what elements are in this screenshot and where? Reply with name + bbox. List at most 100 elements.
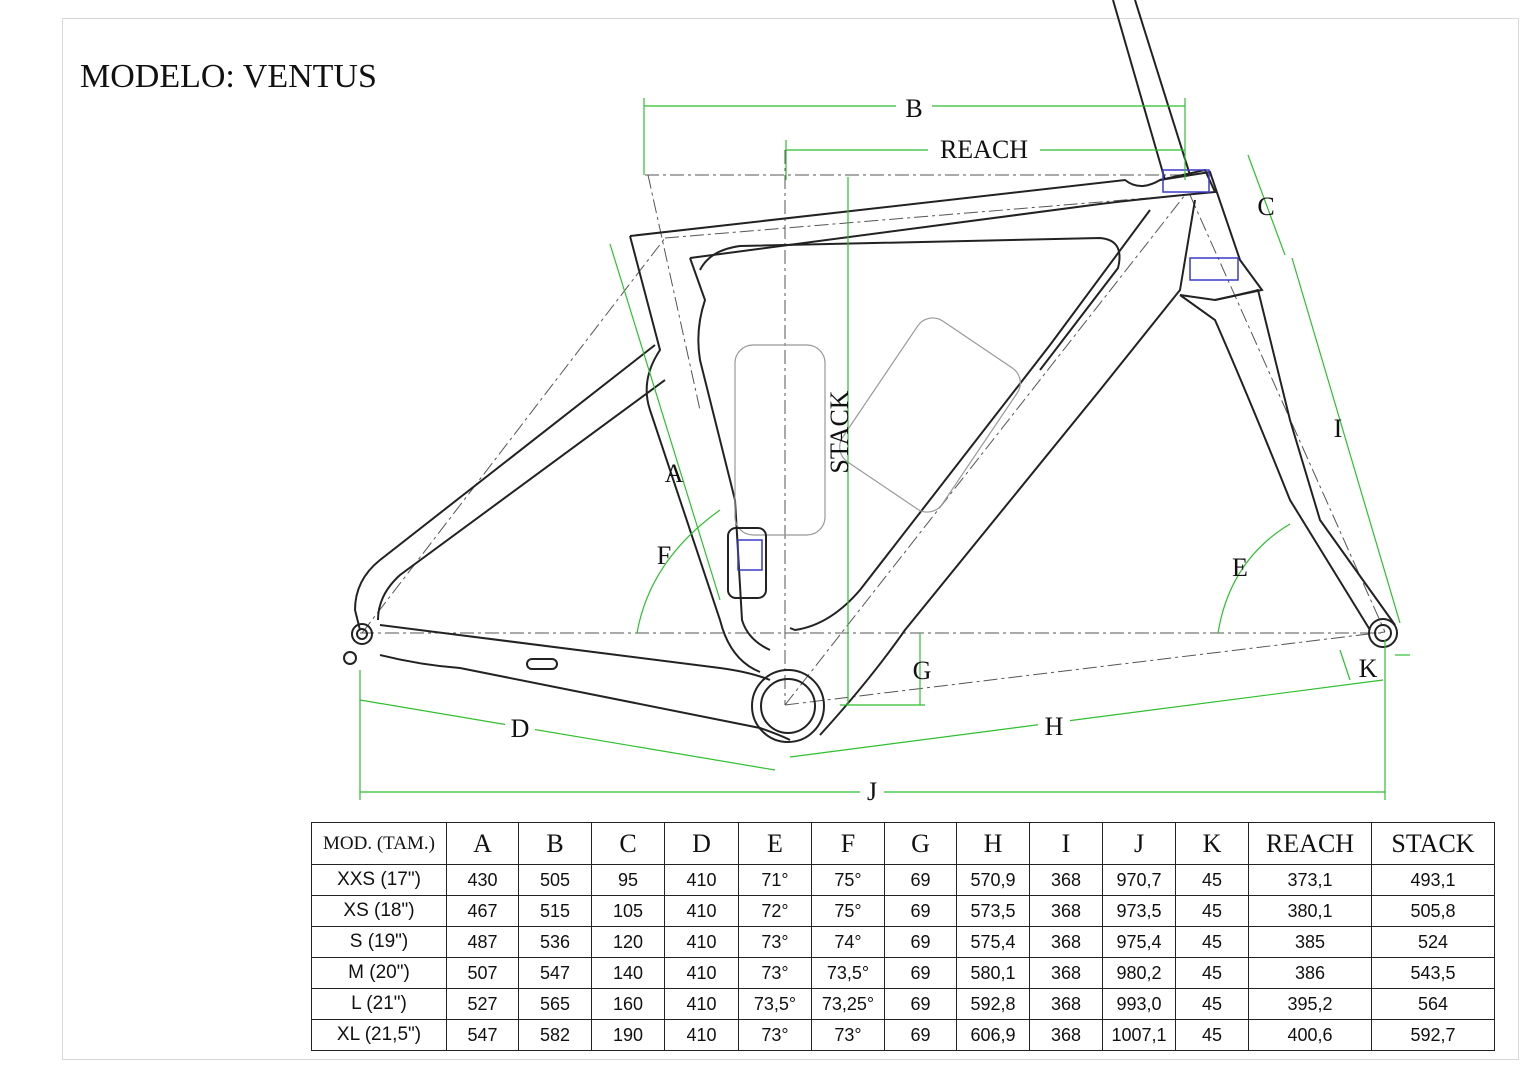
value-cell: 45 xyxy=(1175,988,1249,1020)
value-cell: 970,7 xyxy=(1102,864,1176,896)
value-cell: 410 xyxy=(664,1019,739,1051)
value-cell: 524 xyxy=(1371,926,1495,958)
header-cell: J xyxy=(1102,822,1176,865)
value-cell: 380,1 xyxy=(1248,895,1372,927)
value-cell: 410 xyxy=(664,926,739,958)
value-cell: 73,5° xyxy=(811,957,885,989)
header-cell: H xyxy=(956,822,1030,865)
value-cell: 410 xyxy=(664,864,739,896)
fork xyxy=(1179,294,1371,631)
value-cell: 73° xyxy=(738,926,812,958)
value-cell: 980,2 xyxy=(1102,957,1176,989)
value-cell: 140 xyxy=(591,957,665,989)
value-cell: 74° xyxy=(811,926,885,958)
seat-stay xyxy=(353,344,656,631)
size-cell: S (19") xyxy=(311,926,447,958)
value-cell: 410 xyxy=(664,895,739,927)
value-cell: 1007,1 xyxy=(1102,1019,1176,1051)
value-cell: 592,8 xyxy=(956,988,1030,1020)
value-cell: 570,9 xyxy=(956,864,1030,896)
geometry-table: MOD. (TAM.) A B C D E F G H I J K REACH … xyxy=(311,822,1495,1051)
value-cell: 368 xyxy=(1029,926,1103,958)
value-cell: 190 xyxy=(591,1019,665,1051)
value-cell: 430 xyxy=(446,864,519,896)
value-cell: 45 xyxy=(1175,926,1249,958)
value-cell: 69 xyxy=(884,957,957,989)
down-tube xyxy=(819,199,1196,736)
header-cell: E xyxy=(738,822,812,865)
value-cell: 69 xyxy=(884,895,957,927)
front-axle xyxy=(1368,618,1398,648)
value-cell: 410 xyxy=(664,988,739,1020)
header-cell: I xyxy=(1029,822,1103,865)
header-cell: C xyxy=(591,822,665,865)
dimension-lines xyxy=(359,98,1410,800)
value-cell: 69 xyxy=(884,1019,957,1051)
value-cell: 45 xyxy=(1175,864,1249,896)
value-cell: 73,5° xyxy=(738,988,812,1020)
value-cell: 69 xyxy=(884,864,957,896)
label-reach: REACH xyxy=(940,135,1028,164)
value-cell: 973,5 xyxy=(1102,895,1176,927)
size-cell: L (21") xyxy=(311,988,447,1020)
label-e: E xyxy=(1232,553,1248,582)
head-tube xyxy=(1159,170,1264,302)
seat-tube xyxy=(629,235,761,673)
label-b: B xyxy=(905,94,922,123)
value-cell: 105 xyxy=(591,895,665,927)
value-cell: 395,2 xyxy=(1248,988,1372,1020)
value-cell: 45 xyxy=(1175,1019,1249,1051)
value-cell: 73,25° xyxy=(811,988,885,1020)
value-cell: 547 xyxy=(518,957,592,989)
header-cell: B xyxy=(518,822,592,865)
value-cell: 72° xyxy=(738,895,812,927)
value-cell: 120 xyxy=(591,926,665,958)
header-cell: D xyxy=(664,822,739,865)
value-cell: 400,6 xyxy=(1248,1019,1372,1051)
value-cell: 95 xyxy=(591,864,665,896)
value-cell: 69 xyxy=(884,988,957,1020)
top-tube xyxy=(629,168,1217,259)
header-cell: MOD. (TAM.) xyxy=(311,822,447,865)
value-cell: 75° xyxy=(811,895,885,927)
label-j: J xyxy=(867,777,877,806)
label-i: I xyxy=(1334,414,1343,443)
label-d: D xyxy=(511,714,530,743)
label-k: K xyxy=(1359,654,1378,683)
label-g: G xyxy=(913,656,932,685)
value-cell: 73° xyxy=(738,957,812,989)
headset xyxy=(737,169,1239,571)
bottom-bracket xyxy=(751,669,825,743)
rear-axle xyxy=(351,623,373,645)
size-cell: XL (21,5") xyxy=(311,1019,447,1051)
value-cell: 386 xyxy=(1248,957,1372,989)
value-cell: 565 xyxy=(518,988,592,1020)
value-cell: 580,1 xyxy=(956,957,1030,989)
value-cell: 505 xyxy=(518,864,592,896)
value-cell: 385 xyxy=(1248,926,1372,958)
value-cell: 410 xyxy=(664,957,739,989)
value-cell: 575,4 xyxy=(956,926,1030,958)
size-cell: M (20") xyxy=(311,957,447,989)
value-cell: 75° xyxy=(811,864,885,896)
value-cell: 73° xyxy=(738,1019,812,1051)
value-cell: 606,9 xyxy=(956,1019,1030,1051)
value-cell: 564 xyxy=(1371,988,1495,1020)
value-cell: 368 xyxy=(1029,864,1103,896)
value-cell: 368 xyxy=(1029,988,1103,1020)
value-cell: 527 xyxy=(446,988,519,1020)
label-h: H xyxy=(1045,712,1064,741)
value-cell: 368 xyxy=(1029,1019,1103,1051)
value-cell: 368 xyxy=(1029,895,1103,927)
label-stack: STACK xyxy=(825,390,854,473)
value-cell: 45 xyxy=(1175,957,1249,989)
header-cell: G xyxy=(884,822,957,865)
header-cell: STACK xyxy=(1371,822,1495,865)
value-cell: 373,1 xyxy=(1248,864,1372,896)
page-title: MODELO: VENTUS xyxy=(80,58,377,95)
